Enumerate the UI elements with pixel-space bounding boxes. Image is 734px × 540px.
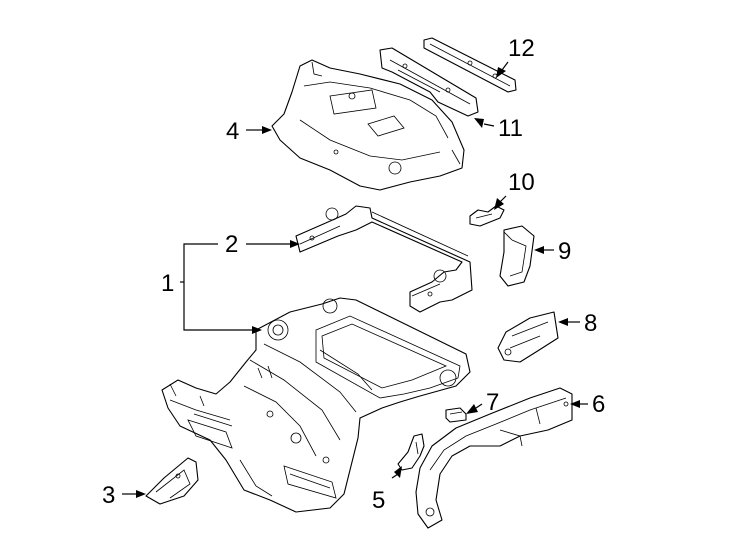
part-3-floor-bracket bbox=[145, 457, 199, 505]
part-10-small-reinforcement bbox=[469, 205, 505, 227]
callout-6: 6 bbox=[592, 391, 605, 418]
callout-5: 5 bbox=[372, 487, 385, 514]
callout-7: 7 bbox=[486, 389, 499, 416]
callout-11: 11 bbox=[498, 115, 523, 142]
part-11-tray-reinforcement bbox=[379, 47, 479, 117]
part-1-floor-pan bbox=[161, 297, 471, 513]
callout-3: 3 bbox=[102, 482, 115, 509]
part-8-side-bracket bbox=[497, 311, 559, 363]
part-2-rear-floor-frame bbox=[295, 205, 473, 313]
callout-1: 1 bbox=[161, 270, 174, 297]
leader-lines bbox=[122, 61, 588, 498]
callout-labels: 1 2 3 4 5 6 7 8 9 10 11 12 bbox=[102, 35, 605, 514]
callout-9: 9 bbox=[558, 238, 571, 265]
part-9-support-bracket bbox=[499, 225, 535, 287]
part-12-reinforcement-strip bbox=[423, 37, 517, 93]
part-4-package-tray bbox=[271, 59, 465, 191]
part-5-small-bracket bbox=[397, 433, 425, 471]
callout-2: 2 bbox=[225, 231, 238, 258]
callout-4: 4 bbox=[226, 118, 239, 145]
callout-12: 12 bbox=[508, 35, 535, 62]
part-6-wheelhouse-panel bbox=[415, 387, 573, 529]
part-7-clip bbox=[445, 407, 467, 423]
callout-10: 10 bbox=[508, 169, 535, 196]
callout-8: 8 bbox=[584, 310, 597, 337]
